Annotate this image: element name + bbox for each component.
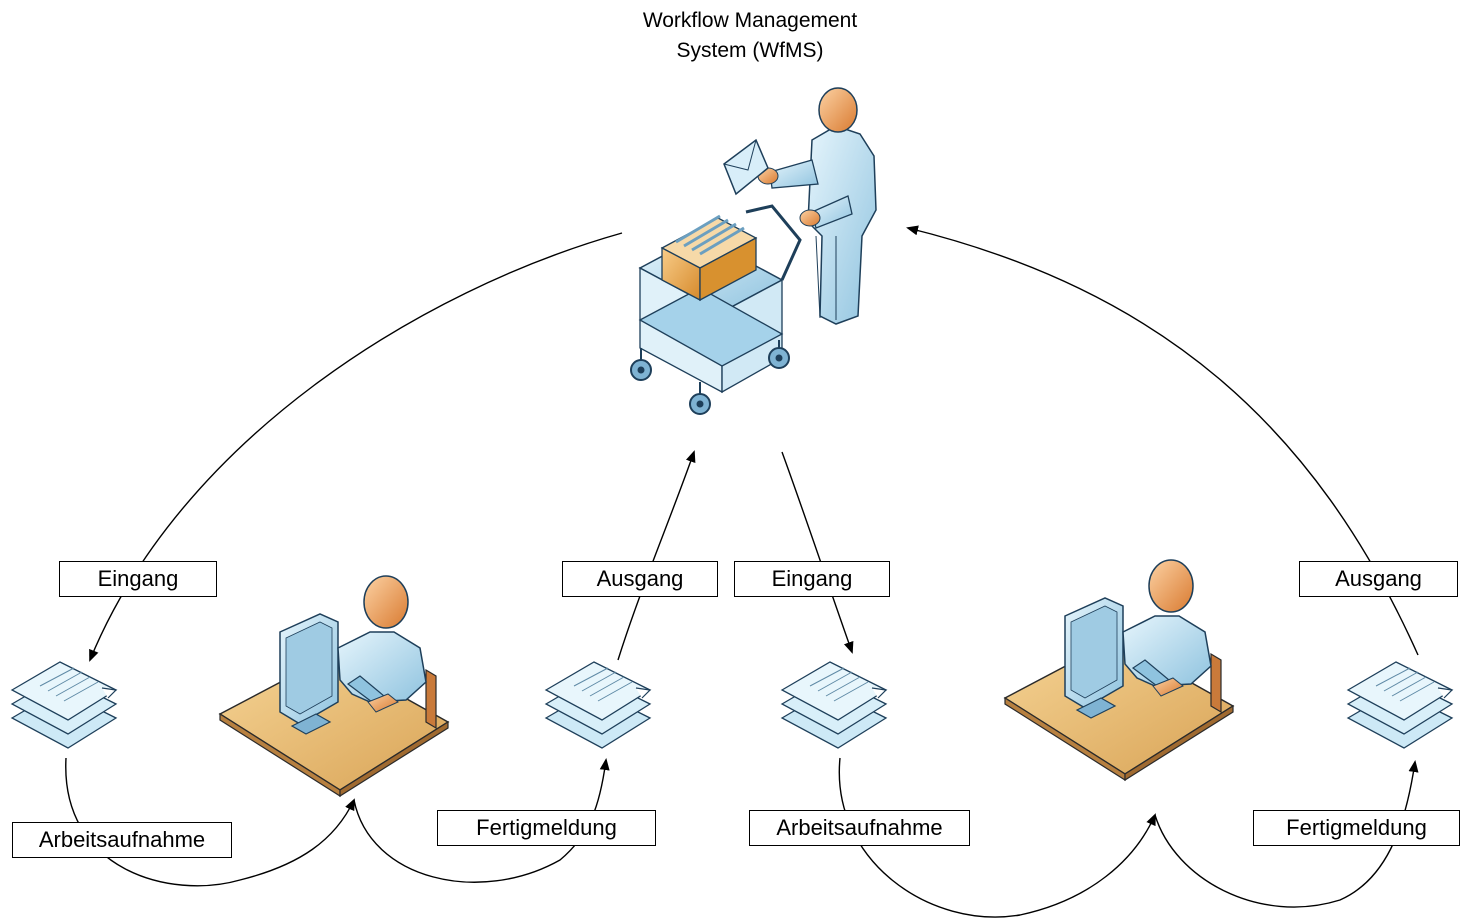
flow-fertigmeldung-left	[353, 758, 610, 883]
label-ausgang-right: Ausgang	[1299, 561, 1458, 597]
workflow-clerk-with-cart-icon	[630, 87, 877, 415]
workstation-left-icon	[219, 575, 449, 797]
flow-ausgang-left-to-wfms	[617, 450, 696, 661]
document-stack-ausgang-right-icon	[1347, 661, 1453, 749]
title-line-2: System (WfMS)	[676, 39, 824, 62]
label-eingang-right: Eingang	[734, 561, 890, 597]
document-stack-eingang-right-icon	[781, 661, 887, 749]
label-arbeitsaufnahme-left: Arbeitsaufnahme	[12, 822, 232, 858]
label-arbeitsaufnahme-right: Arbeitsaufnahme	[749, 810, 970, 846]
label-ausgang-left: Ausgang	[562, 561, 718, 597]
document-stack-ausgang-left-icon	[545, 661, 651, 749]
label-fertigmeldung-right: Fertigmeldung	[1253, 810, 1460, 846]
label-eingang-left: Eingang	[59, 561, 217, 597]
title-line-1: Workflow Management	[642, 9, 858, 32]
label-fertigmeldung-left: Fertigmeldung	[437, 810, 656, 846]
flow-wfms-to-eingang-right	[781, 451, 854, 654]
document-stack-eingang-left-icon	[11, 661, 117, 749]
diagram-title: Workflow Management System (WfMS)	[600, 6, 900, 66]
workstation-right-icon	[1004, 559, 1234, 781]
